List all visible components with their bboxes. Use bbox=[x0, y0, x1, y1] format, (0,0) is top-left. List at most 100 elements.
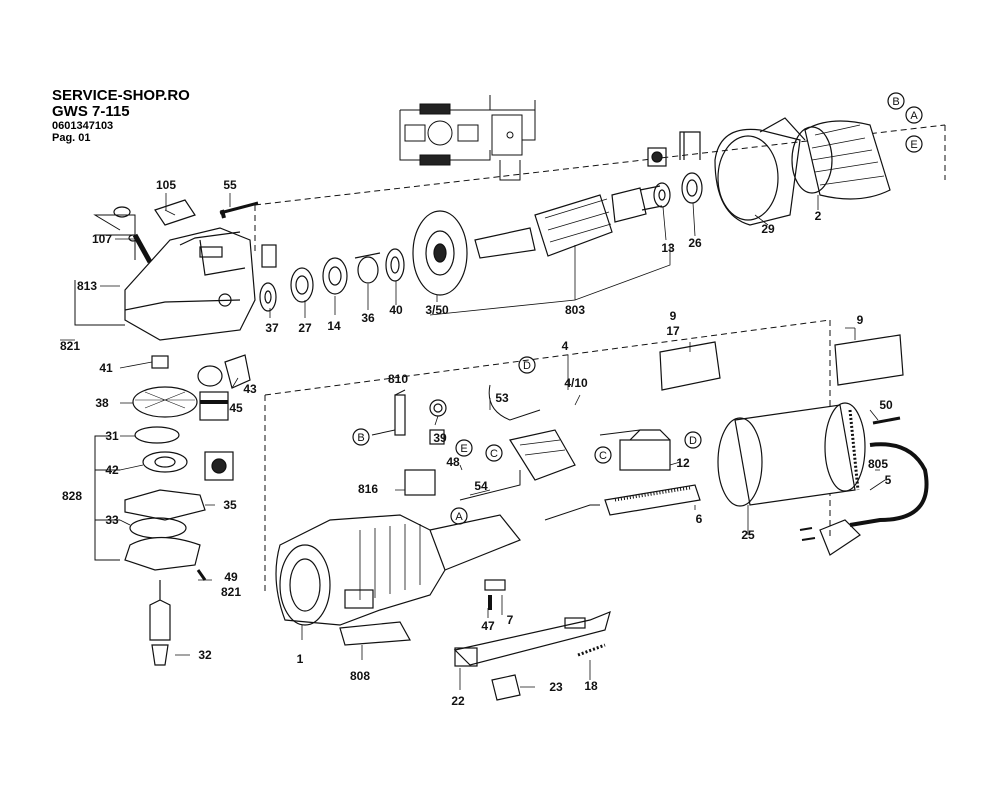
part-label-25: 25 bbox=[741, 528, 755, 542]
part-label-43: 43 bbox=[243, 382, 257, 396]
field-coil-2 bbox=[791, 120, 891, 200]
part-label-39: 39 bbox=[433, 431, 447, 445]
connector-c-right bbox=[594, 446, 612, 464]
part-label-805: 805 bbox=[868, 457, 888, 471]
part-label-821: 821 bbox=[60, 339, 80, 353]
part-labels: 105 55 107 813 821 37 27 14 36 40 3/50 8… bbox=[60, 178, 893, 708]
part-label-41: 41 bbox=[99, 361, 113, 375]
screw-50 bbox=[872, 416, 901, 425]
part-label-13: 13 bbox=[661, 241, 675, 255]
screw-55 bbox=[219, 201, 259, 219]
part-label-48: 48 bbox=[446, 455, 460, 469]
part-label-17: 17 bbox=[666, 324, 680, 338]
part-label-42: 42 bbox=[105, 463, 119, 477]
connector-letters: B A E D B E C C D A bbox=[357, 96, 918, 523]
connector-label: B bbox=[357, 432, 364, 444]
dashed-frame-upper bbox=[254, 124, 946, 255]
switch-button-23 bbox=[491, 674, 521, 701]
part-label-821-b: 821 bbox=[221, 585, 241, 599]
armature bbox=[412, 185, 663, 296]
connector-label: D bbox=[689, 435, 697, 447]
connector-label: D bbox=[523, 360, 531, 372]
shop-name: SERVICE-SHOP.RO bbox=[52, 87, 190, 104]
switch-rod-22 bbox=[453, 610, 611, 667]
connector-label: C bbox=[490, 448, 498, 460]
spindle-lock-107 bbox=[113, 206, 153, 264]
part-label-2: 2 bbox=[815, 209, 822, 223]
motor-housing-1 bbox=[275, 514, 521, 626]
fan-housing-29 bbox=[714, 117, 806, 226]
switch-parts bbox=[404, 429, 576, 610]
part-label-54: 54 bbox=[474, 479, 488, 493]
connector-b-top bbox=[887, 92, 905, 110]
title-block: SERVICE-SHOP.RO GWS 7-115 0601347103 Pag… bbox=[52, 87, 190, 145]
cable-plug-5 bbox=[799, 442, 929, 556]
connector-d-right bbox=[684, 431, 702, 449]
part-label-4: 4 bbox=[562, 339, 569, 353]
part-label-9-b: 9 bbox=[857, 313, 864, 327]
part-label-37: 37 bbox=[265, 321, 279, 335]
part-label-14: 14 bbox=[327, 319, 341, 333]
part-clip-top bbox=[647, 131, 701, 167]
part-label-813: 813 bbox=[77, 279, 97, 293]
connector-markers bbox=[352, 92, 923, 525]
part-label-828: 828 bbox=[62, 489, 82, 503]
bearing-26 bbox=[681, 172, 703, 204]
capacitor-12 bbox=[619, 429, 671, 471]
gear-housing-813 bbox=[124, 227, 256, 341]
spring-39 bbox=[429, 399, 447, 417]
connector-label: A bbox=[910, 110, 918, 122]
part-label-7: 7 bbox=[507, 613, 514, 627]
part-label-26: 26 bbox=[688, 236, 702, 250]
part-label-803: 803 bbox=[565, 303, 585, 317]
part-label-50: 50 bbox=[879, 398, 893, 412]
part-label-23: 23 bbox=[549, 680, 563, 694]
part-label-32: 32 bbox=[198, 648, 212, 662]
part-label-49: 49 bbox=[224, 570, 238, 584]
label-808 bbox=[339, 621, 411, 646]
part-label-5: 5 bbox=[885, 473, 892, 487]
part-label-36: 36 bbox=[361, 311, 375, 325]
leader-lines bbox=[60, 193, 886, 690]
connector-a-bottom bbox=[450, 507, 468, 525]
gear-parts-row bbox=[259, 244, 405, 312]
part-label-810: 810 bbox=[388, 372, 408, 386]
part-label-53: 53 bbox=[495, 391, 509, 405]
part-label-22: 22 bbox=[451, 694, 465, 708]
bearing-13 bbox=[653, 182, 671, 208]
part-label-1: 1 bbox=[297, 652, 304, 666]
part-number: 0601347103 bbox=[52, 120, 114, 132]
connector-a-top bbox=[905, 106, 923, 124]
grip-6 bbox=[604, 484, 701, 516]
page-number: Pag. 01 bbox=[52, 132, 91, 144]
connector-label: E bbox=[910, 139, 917, 151]
wiring-schematic bbox=[399, 95, 536, 181]
label-9-right bbox=[834, 334, 904, 386]
part-label-18: 18 bbox=[584, 679, 598, 693]
gear-assembly-left bbox=[124, 354, 251, 666]
motor-cover-25 bbox=[717, 402, 866, 507]
spring-18 bbox=[577, 643, 606, 657]
part-label-9-a: 9 bbox=[670, 309, 677, 323]
part-label-6: 6 bbox=[696, 512, 703, 526]
part-label-35: 35 bbox=[223, 498, 237, 512]
part-label-38: 38 bbox=[95, 396, 109, 410]
part-label-40: 40 bbox=[389, 303, 403, 317]
connector-label: C bbox=[599, 450, 607, 462]
connector-b-left bbox=[352, 428, 370, 446]
part-label-33: 33 bbox=[105, 513, 119, 527]
bracket-828 bbox=[74, 214, 136, 561]
connector-c-left bbox=[485, 444, 503, 462]
model-name: GWS 7-115 bbox=[52, 103, 130, 120]
part-label-55: 55 bbox=[223, 178, 237, 192]
connector-e-left bbox=[455, 439, 473, 457]
connector-label: A bbox=[455, 511, 463, 523]
part-label-29: 29 bbox=[761, 222, 775, 236]
label-9-left bbox=[659, 341, 721, 391]
part-label-45: 45 bbox=[229, 401, 243, 415]
label-plate-105 bbox=[154, 199, 196, 226]
part-label-105: 105 bbox=[156, 178, 176, 192]
part-label-31: 31 bbox=[105, 429, 119, 443]
connector-d-left bbox=[518, 356, 536, 374]
